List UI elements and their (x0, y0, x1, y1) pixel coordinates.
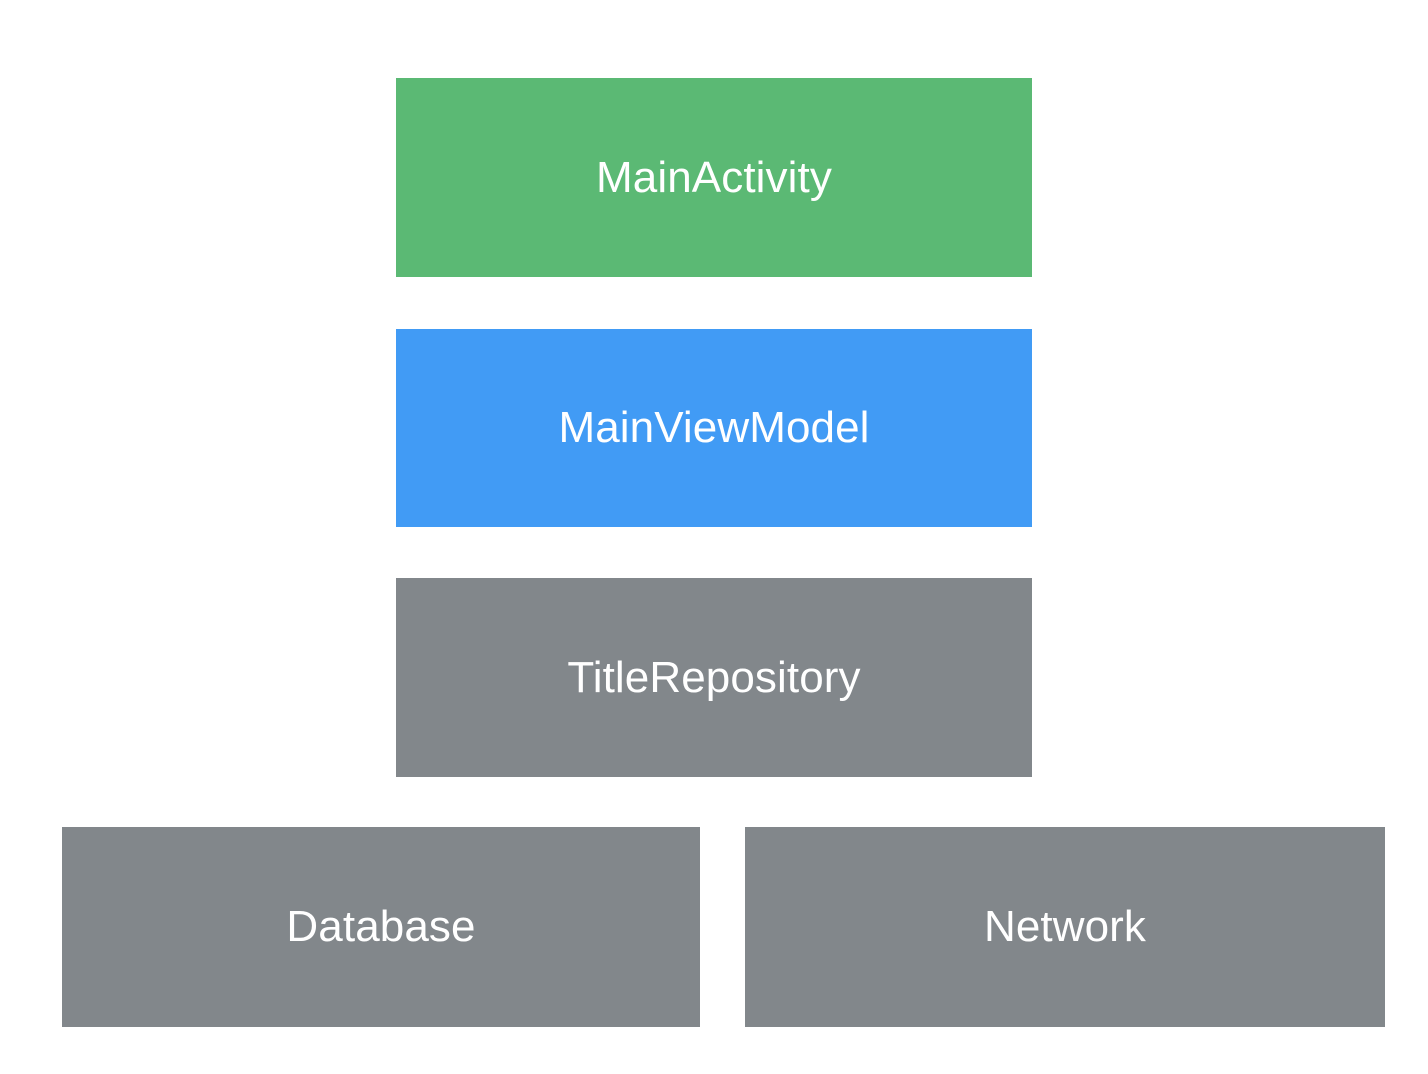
layer-box-network[interactable]: Network (745, 827, 1385, 1027)
layer-label-title-repository: TitleRepository (567, 652, 861, 702)
layer-label-database: Database (286, 902, 476, 951)
layer-box-database[interactable]: Database (62, 827, 700, 1027)
layer-label-network: Network (983, 902, 1147, 951)
layer-box-main-view-model[interactable]: MainViewModel (396, 329, 1032, 527)
layer-box-main-activity[interactable]: MainActivity (396, 78, 1032, 277)
layer-box-title-repository[interactable]: TitleRepository (396, 578, 1032, 777)
layer-label-main-view-model: MainViewModel (558, 403, 870, 452)
layer-label-main-activity: MainActivity (596, 152, 832, 202)
